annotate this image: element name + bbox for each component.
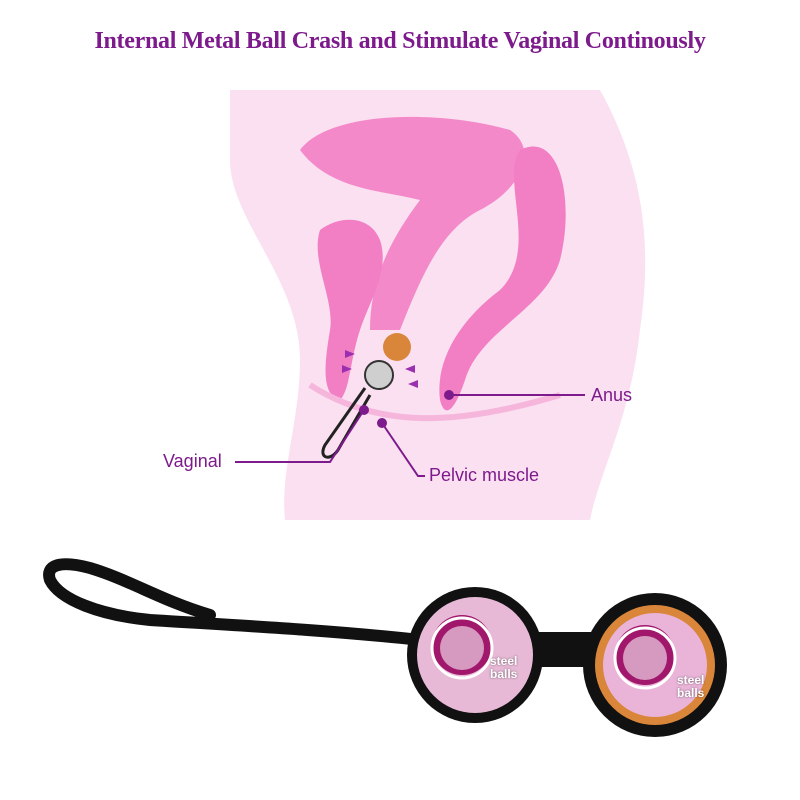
- ball-right-label: steel balls: [677, 673, 705, 700]
- retrieval-loop: [43, 558, 426, 646]
- label-vaginal: Vaginal: [163, 451, 222, 471]
- page-title: Internal Metal Ball Crash and Stimulate …: [94, 28, 706, 54]
- pelvic-floor-line: [308, 382, 561, 422]
- gold-ball-icon: [383, 333, 411, 361]
- squeeze-arrows-icon: [342, 350, 418, 388]
- anatomy-diagram: [230, 90, 646, 520]
- uterus-shape: [300, 116, 525, 330]
- bladder-shape: [317, 219, 383, 400]
- silver-ball-icon: [364, 360, 394, 390]
- kegel-balls-product: [43, 558, 727, 737]
- label-anus: Anus: [591, 385, 633, 405]
- label-pelvic-muscle: Pelvic muscle: [429, 465, 540, 485]
- rectum-shape: [439, 146, 566, 411]
- ball-left-label: steel balls: [490, 654, 518, 681]
